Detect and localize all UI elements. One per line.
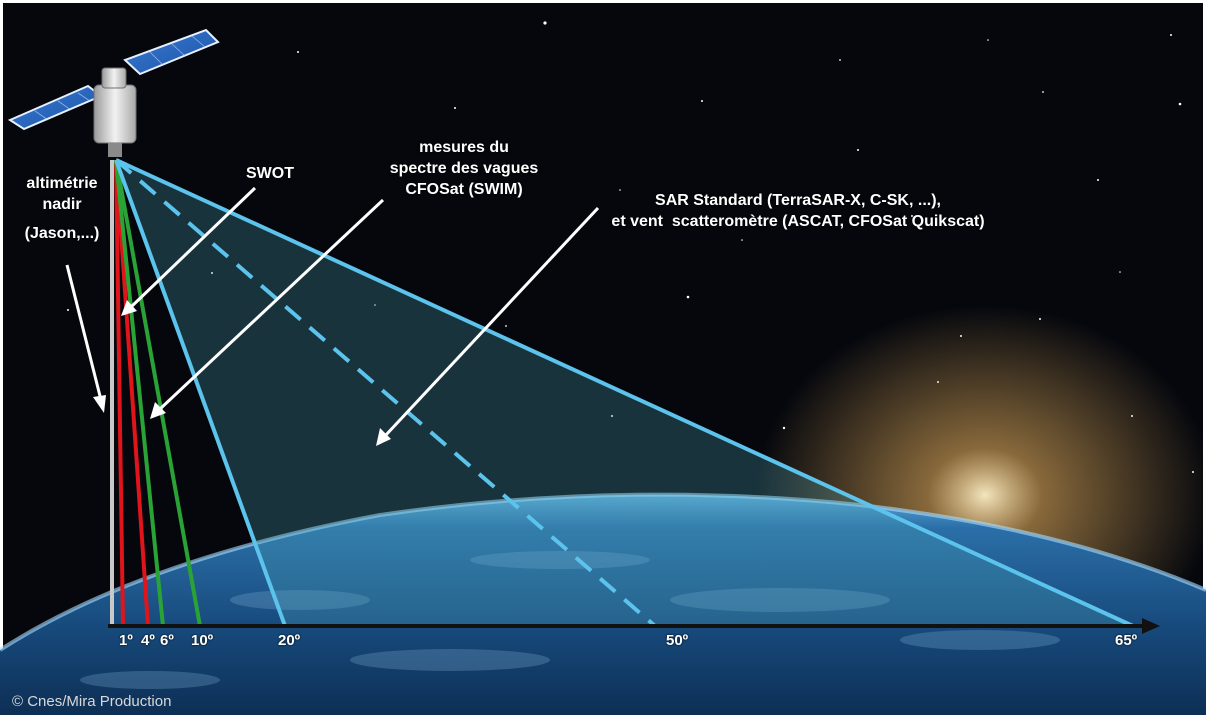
swot-pointer-arrow — [129, 186, 257, 309]
wave-spectrum-label-line-2: spectre des vagues — [389, 160, 539, 177]
ground-axis-arrowhead — [1142, 618, 1160, 634]
image-credit: © Cnes/Mira Production — [12, 693, 172, 710]
wave-spectrum-label: mesures du spectre des vagues CFOSat (SW… — [374, 137, 554, 200]
earth-atmosphere — [0, 492, 1206, 652]
satellite — [7, 28, 220, 157]
swot-label: SWOT — [246, 165, 294, 182]
solar-panel-right — [123, 28, 220, 76]
earth-texture — [80, 551, 1060, 689]
swot-beam-outer — [114, 159, 150, 627]
altimetry-label-line-3: (Jason,...) — [24, 225, 100, 242]
angle-label-1: 1º — [119, 632, 133, 649]
satellite-antenna — [108, 143, 122, 157]
angle-label-4: 4º — [141, 632, 155, 649]
sar-beam-mid-dashed — [114, 158, 657, 628]
swim-pointer-arrow — [158, 198, 385, 411]
sar-beam-inner — [114, 159, 287, 627]
angle-label-6: 6º — [160, 632, 174, 649]
sar-beam-outer — [115, 158, 1134, 628]
sar-pointer-arrow — [383, 206, 600, 438]
altimetry-pointer-arrow — [65, 264, 103, 401]
altimetry-label-line-2: nadir — [42, 196, 82, 213]
angle-label-65: 65º — [1115, 632, 1138, 649]
satellite-body — [93, 84, 137, 144]
pointer-arrows — [65, 186, 600, 438]
wave-spectrum-label-line-3: CFOSat (SWIM) — [405, 181, 523, 198]
angle-label-10: 10º — [191, 632, 214, 649]
altimetry-label: altimétrie nadir (Jason,...) — [12, 173, 112, 244]
swim-beam-outer — [114, 159, 202, 627]
angle-label-20: 20º — [278, 632, 301, 649]
angle-label-50: 50º — [666, 632, 689, 649]
pointer-arrowheads — [93, 300, 391, 446]
wave-spectrum-label-line-1: mesures du — [419, 139, 509, 156]
swot-beam-inner — [114, 159, 125, 627]
sar-label: SAR Standard (TerraSAR-X, C-SK, ...), et… — [608, 190, 988, 232]
sar-label-line-1: SAR Standard (TerraSAR-X, C-SK, ...), — [655, 192, 941, 209]
swim-beam-inner — [114, 159, 165, 627]
altimetry-label-line-1: altimétrie — [26, 175, 98, 192]
satellite-top — [101, 67, 127, 89]
sar-label-line-2: et vent scatteromètre (ASCAT, CFOSat Qui… — [611, 213, 985, 230]
earth — [0, 494, 1206, 715]
